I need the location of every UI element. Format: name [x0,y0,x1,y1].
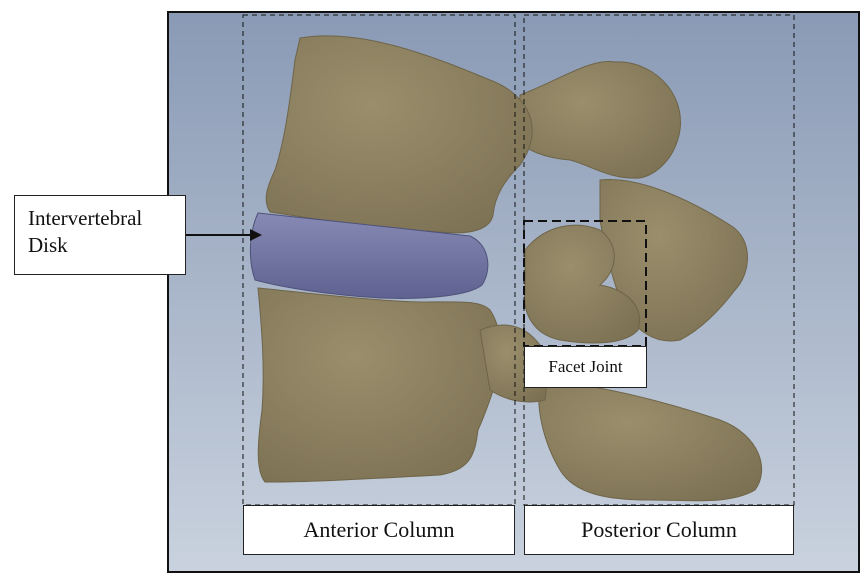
posterior-column-label: Posterior Column [524,505,794,555]
intervertebral-disk [249,212,489,299]
posterior-elements [517,61,763,502]
lower-process [538,379,763,502]
upper-vertebral-body [265,35,533,234]
facet-region [524,224,641,344]
anterior-column-label: Anterior Column [243,505,515,555]
facet-joint-label: Facet Joint [524,346,647,388]
lower-vertebral-body [257,287,501,483]
upper-process [517,61,681,179]
disk-pointer-arrowhead [250,229,262,241]
anterior-column-outline [242,14,516,506]
